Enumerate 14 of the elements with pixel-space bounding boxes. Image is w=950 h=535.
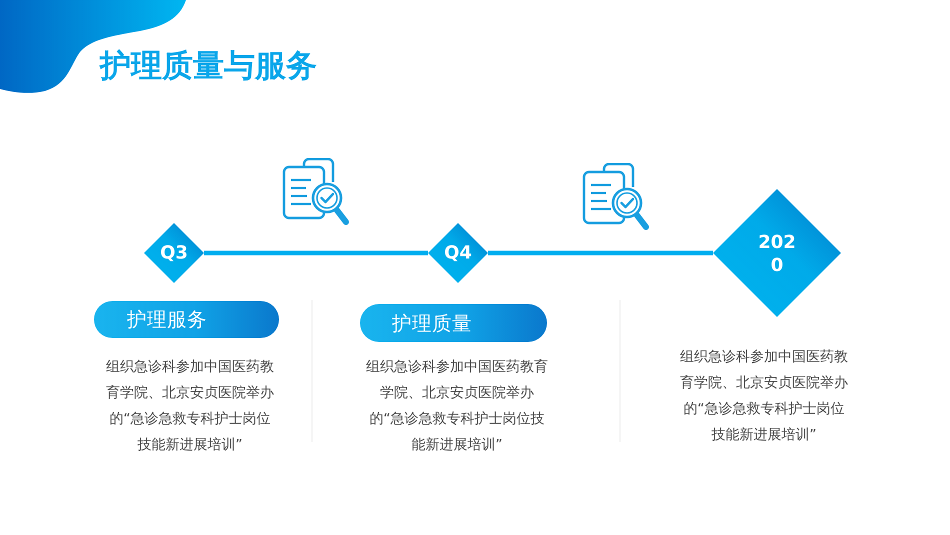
timeline-line [204, 250, 428, 256]
description-text: 组织急诊科参加中国医药教育学院、北京安贞医院举办的“急诊急救专科护士岗位技能新进展培训” [680, 348, 848, 445]
milestone-diamond [144, 223, 204, 283]
page-title: 护理质量与服务 [100, 48, 317, 86]
timeline-line [488, 250, 713, 256]
milestone-diamond [428, 223, 488, 283]
milestone-label: 2020 [757, 230, 797, 278]
milestone-label: Q4 [443, 241, 473, 265]
milestone-diamond [713, 189, 841, 317]
section-heading-pill: 护理服务 [94, 301, 279, 338]
description-text: 组织急诊科参加中国医药教育学院、北京安贞医院举办的“急诊急救专科护士岗位技能新进展培训” [366, 358, 548, 455]
milestone-label: Q3 [159, 241, 189, 265]
description-text: 组织急诊科参加中国医药教育学院、北京安贞医院举办的“急诊急救专科护士岗位技能新进展培训” [106, 358, 274, 455]
section-heading-pill: 护理质量 [360, 304, 547, 342]
